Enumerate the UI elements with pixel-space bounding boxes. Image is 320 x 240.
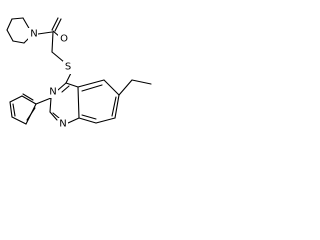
double-bond [51, 17, 59, 31]
bond [77, 86, 80, 119]
ring-nitrogen-1-label: N [59, 119, 66, 130]
bond [6, 29, 14, 42]
pyrimidine-ring [49, 82, 80, 124]
bond [11, 17, 24, 20]
label-background [58, 118, 68, 130]
bond [12, 40, 25, 44]
sulfur-label: S [65, 62, 71, 73]
bond [65, 82, 79, 88]
bond [6, 18, 13, 31]
double-bond [111, 96, 117, 117]
bond [35, 97, 52, 105]
phenyl-ring [9, 93, 52, 125]
double-bond [12, 103, 16, 117]
amine-nitrogen-label: N [30, 29, 37, 40]
bond [67, 117, 80, 124]
bond [78, 117, 97, 124]
bond [9, 95, 23, 103]
bond [51, 51, 65, 63]
amide-linker [37, 17, 72, 84]
bond [51, 31, 54, 53]
bond [11, 116, 27, 125]
label-background [63, 61, 73, 74]
bond [9, 101, 13, 118]
ring-nitrogen-3-label: N [49, 87, 56, 98]
bond [49, 97, 52, 113]
double-bond [26, 107, 36, 121]
molecule-structure: N O S N N [6, 17, 152, 130]
bond [37, 31, 53, 35]
bond [118, 79, 133, 96]
bond [21, 95, 37, 105]
bond [114, 94, 120, 119]
atom-labels: N O S N N [28, 28, 73, 130]
piperidine-ring [6, 17, 31, 44]
double-bond [54, 18, 62, 32]
bond [95, 117, 116, 124]
bond [49, 111, 58, 121]
double-bond [57, 82, 67, 91]
bond [103, 79, 120, 96]
ethyl-group [118, 79, 152, 96]
bond [131, 79, 152, 85]
label-background [58, 33, 68, 45]
carbonyl-oxygen-label: O [60, 34, 68, 45]
double-bond [52, 112, 60, 119]
fused-benzene-ring [77, 79, 120, 124]
label-background [28, 28, 38, 40]
double-bond [22, 93, 34, 101]
double-bond [61, 85, 70, 93]
bond [77, 79, 105, 88]
label-background [48, 86, 58, 98]
double-bond [81, 84, 103, 92]
double-bond [81, 114, 97, 120]
bond [65, 72, 72, 84]
